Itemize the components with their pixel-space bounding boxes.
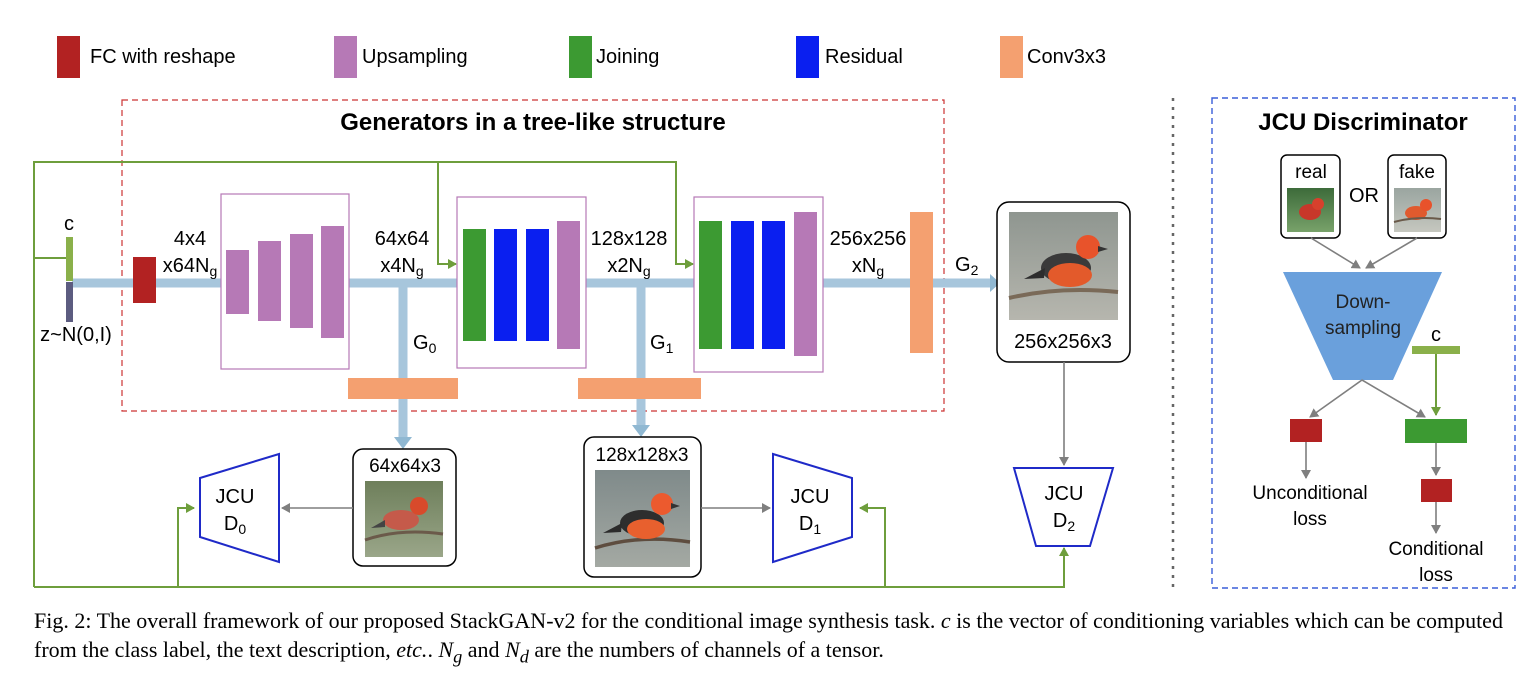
downsampling-block xyxy=(1283,272,1442,380)
upsampling-layer xyxy=(321,226,344,338)
jcu-panel xyxy=(1211,97,1516,589)
residual-layer xyxy=(526,229,549,341)
condition-vector-c xyxy=(66,237,73,281)
stage0-block xyxy=(220,193,350,370)
conv3x3-g1 xyxy=(578,378,701,399)
legend-label-fc: FC with reshape xyxy=(90,46,236,68)
upsampling-layer xyxy=(557,221,580,349)
svg-text:D2: D2 xyxy=(1053,510,1075,534)
z-label: z~N(0,I) xyxy=(40,324,112,346)
svg-text:loss: loss xyxy=(1293,509,1327,530)
legend-swatch-residual xyxy=(796,36,819,78)
residual-layer xyxy=(731,221,754,349)
svg-text:D0: D0 xyxy=(224,513,246,537)
g1-label: G1 xyxy=(650,332,674,356)
stage1-block xyxy=(456,196,587,369)
size-label-256x256: 256x256 xyxy=(830,228,907,250)
svg-text:loss: loss xyxy=(1419,565,1453,586)
joining-layer xyxy=(463,229,486,341)
conditional-fc xyxy=(1421,479,1452,502)
output-image-64: 64x64x3 xyxy=(352,448,457,567)
legend-swatch-upsampling xyxy=(334,36,357,78)
conv3x3-g2 xyxy=(910,212,933,353)
output-label-256: 256x256x3 xyxy=(1014,331,1112,353)
conv3x3-g0 xyxy=(348,378,458,399)
joining-layer xyxy=(699,221,722,349)
real-image: real xyxy=(1280,154,1341,239)
output-label-128: 128x128x3 xyxy=(596,445,689,466)
figure-caption: Fig. 2: The overall framework of our pro… xyxy=(34,608,1503,667)
upsampling-layer xyxy=(258,241,281,321)
legend-swatch-conv xyxy=(1000,36,1023,78)
discriminator-d2: JCU D2 xyxy=(1012,467,1115,547)
unconditional-loss-label: Unconditional xyxy=(1252,483,1367,504)
conditional-loss-label: Conditional xyxy=(1388,539,1483,560)
joining-block xyxy=(1405,419,1467,443)
g2-label: G2 xyxy=(955,254,979,278)
legend-label-conv: Conv3x3 xyxy=(1027,46,1106,68)
legend: FC with reshape Upsampling Joining Resid… xyxy=(57,36,1106,78)
framework-diagram: FC with reshape Upsampling Joining Resid… xyxy=(33,36,1516,589)
upsampling-layer xyxy=(290,234,313,328)
size-label-2ng: x2Ng xyxy=(607,255,650,279)
residual-layer xyxy=(494,229,517,341)
svg-text:real: real xyxy=(1295,162,1327,183)
size-label-4x4: 4x4 xyxy=(174,228,206,250)
fake-image: fake xyxy=(1387,154,1447,239)
svg-text:JCU: JCU xyxy=(791,486,830,508)
size-label-ng: xNg xyxy=(852,255,884,279)
c-label: c xyxy=(64,213,74,235)
output-image-256: 256x256x3 xyxy=(996,201,1131,363)
svg-text:sampling: sampling xyxy=(1325,318,1401,339)
discriminator-d1: JCU D1 xyxy=(772,452,853,564)
legend-swatch-joining xyxy=(569,36,592,78)
condition-connections xyxy=(33,161,1069,588)
legend-label-upsampling: Upsampling xyxy=(362,46,468,68)
upsampling-layer xyxy=(794,212,817,356)
image-to-discriminator-arrows xyxy=(281,362,1069,513)
svg-text:JCU: JCU xyxy=(216,486,255,508)
stage2-block xyxy=(693,196,824,373)
size-label-64x64: 64x64 xyxy=(375,228,430,250)
svg-text:JCU: JCU xyxy=(1045,483,1084,505)
jcu-c-label: c xyxy=(1431,324,1441,346)
generators-region xyxy=(121,99,945,412)
discriminator-d0: JCU D0 xyxy=(199,452,280,564)
output-image-128: 128x128x3 xyxy=(583,436,702,578)
residual-layer xyxy=(762,221,785,349)
upsampling-layer xyxy=(226,250,249,314)
output-label-64: 64x64x3 xyxy=(369,456,441,477)
svg-text:D1: D1 xyxy=(799,513,821,537)
jcu-condition-vector xyxy=(1412,346,1460,354)
noise-vector-z xyxy=(66,282,73,322)
svg-text:fake: fake xyxy=(1399,162,1435,183)
jcu-title: JCU Discriminator xyxy=(1258,109,1467,136)
legend-swatch-fc xyxy=(57,36,80,78)
unconditional-fc xyxy=(1290,419,1322,442)
size-label-4ng: x4Ng xyxy=(380,255,423,279)
legend-label-residual: Residual xyxy=(825,46,903,68)
generators-title: Generators in a tree-like structure xyxy=(340,109,725,136)
or-label: OR xyxy=(1349,185,1379,207)
svg-text:Down-: Down- xyxy=(1336,292,1391,313)
legend-label-joining: Joining xyxy=(596,46,659,68)
fc-block xyxy=(133,257,156,303)
g0-label: G0 xyxy=(413,332,437,356)
size-label-64ng: x64Ng xyxy=(163,255,218,279)
size-label-128x128: 128x128 xyxy=(591,228,668,250)
